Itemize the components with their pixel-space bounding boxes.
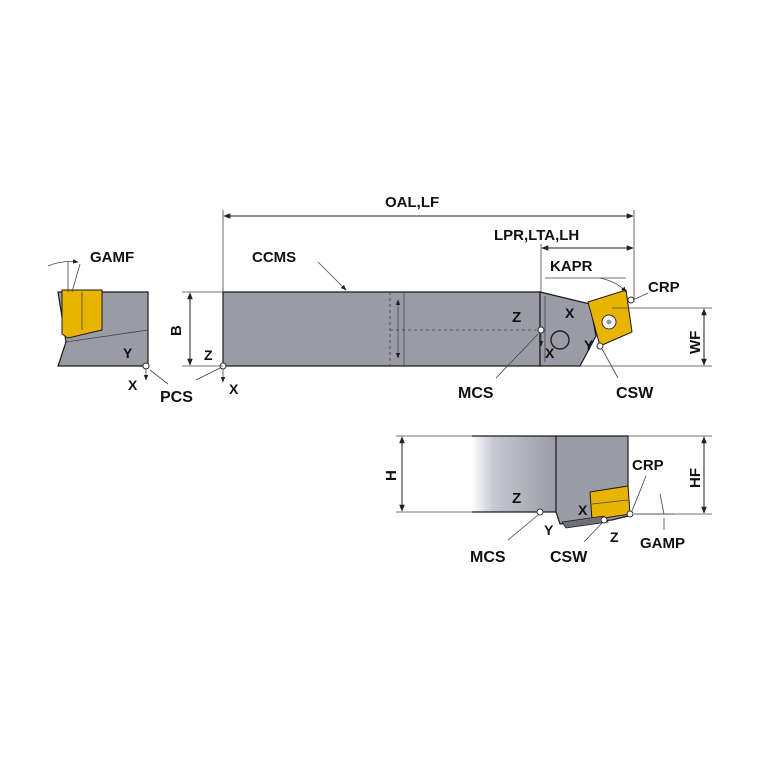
csw-top-label: CSW <box>616 385 654 402</box>
mcs-top-leader <box>495 333 539 379</box>
pcs-axis-z-label: Z <box>204 347 213 363</box>
b-label: B <box>168 325 185 336</box>
crp-side-leader <box>631 475 647 512</box>
gamf-label: GAMF <box>90 249 134 266</box>
csw-side-axis-x-label: X <box>578 502 588 518</box>
crp-side-point <box>626 510 634 518</box>
csw-side-axis-z-label: Z <box>610 529 619 545</box>
lpr-lta-lh-label: LPR,LTA,LH <box>494 227 579 244</box>
mcs-side-axis-z-label: Z <box>512 490 521 507</box>
mcs-side-origin <box>536 508 544 516</box>
pcs-leader-end <box>149 369 169 385</box>
end-view-rake-line <box>65 329 149 343</box>
csw-top-axis-y-label: Y <box>584 337 594 353</box>
gamf-angle-arc <box>47 259 79 267</box>
h-label: H <box>383 470 400 481</box>
gamp-label: GAMP <box>640 535 685 552</box>
kapr-angle-arc <box>599 277 627 293</box>
wf-label: WF <box>687 331 704 354</box>
csw-side-label: CSW <box>550 549 588 566</box>
top-view-shank <box>222 291 541 367</box>
mcs-top-axis-z-label: Z <box>512 309 521 326</box>
crp-top-label: CRP <box>648 279 680 296</box>
crp-side-label: CRP <box>632 457 664 474</box>
side-view-insert <box>589 485 631 521</box>
csw-top-leader <box>601 348 619 379</box>
kapr-label: KAPR <box>550 258 593 275</box>
csw-top-axis-x-label: X <box>565 305 575 321</box>
csw-top-origin <box>596 342 604 350</box>
gamf-angle-line <box>71 263 81 293</box>
side-view-insert-line <box>591 499 629 505</box>
pcs-label: PCS <box>160 389 193 406</box>
pcs-axis-x-label: X <box>229 381 239 397</box>
csw-side-origin <box>600 516 608 524</box>
gamp-angle-line <box>659 493 665 515</box>
mcs-side-label: MCS <box>470 549 506 566</box>
oal-lf-label: OAL,LF <box>385 194 439 211</box>
insert-screw-center <box>606 319 612 325</box>
crp-top-leader <box>632 292 649 301</box>
mcs-top-origin <box>537 326 545 334</box>
end-axis-x-label: X <box>128 377 138 393</box>
pcs-leader <box>195 367 221 381</box>
hf-label: HF <box>687 468 704 488</box>
ccms-leader <box>317 261 347 291</box>
mcs-side-axis-y-label: Y <box>544 522 554 538</box>
side-view <box>472 435 634 529</box>
mcs-top-label: MCS <box>458 385 494 402</box>
clamp-screw-icon <box>550 330 570 350</box>
end-view <box>47 259 150 370</box>
side-view-shank <box>472 436 556 512</box>
top-view <box>219 289 635 370</box>
csw-side-leader <box>583 522 603 543</box>
mcs-side-leader <box>507 514 539 541</box>
mcs-top-axis-x-label: X <box>545 345 555 361</box>
end-axis-y-label: Y <box>123 345 133 361</box>
side-view-seat <box>561 515 609 529</box>
ccms-label: CCMS <box>252 249 296 266</box>
